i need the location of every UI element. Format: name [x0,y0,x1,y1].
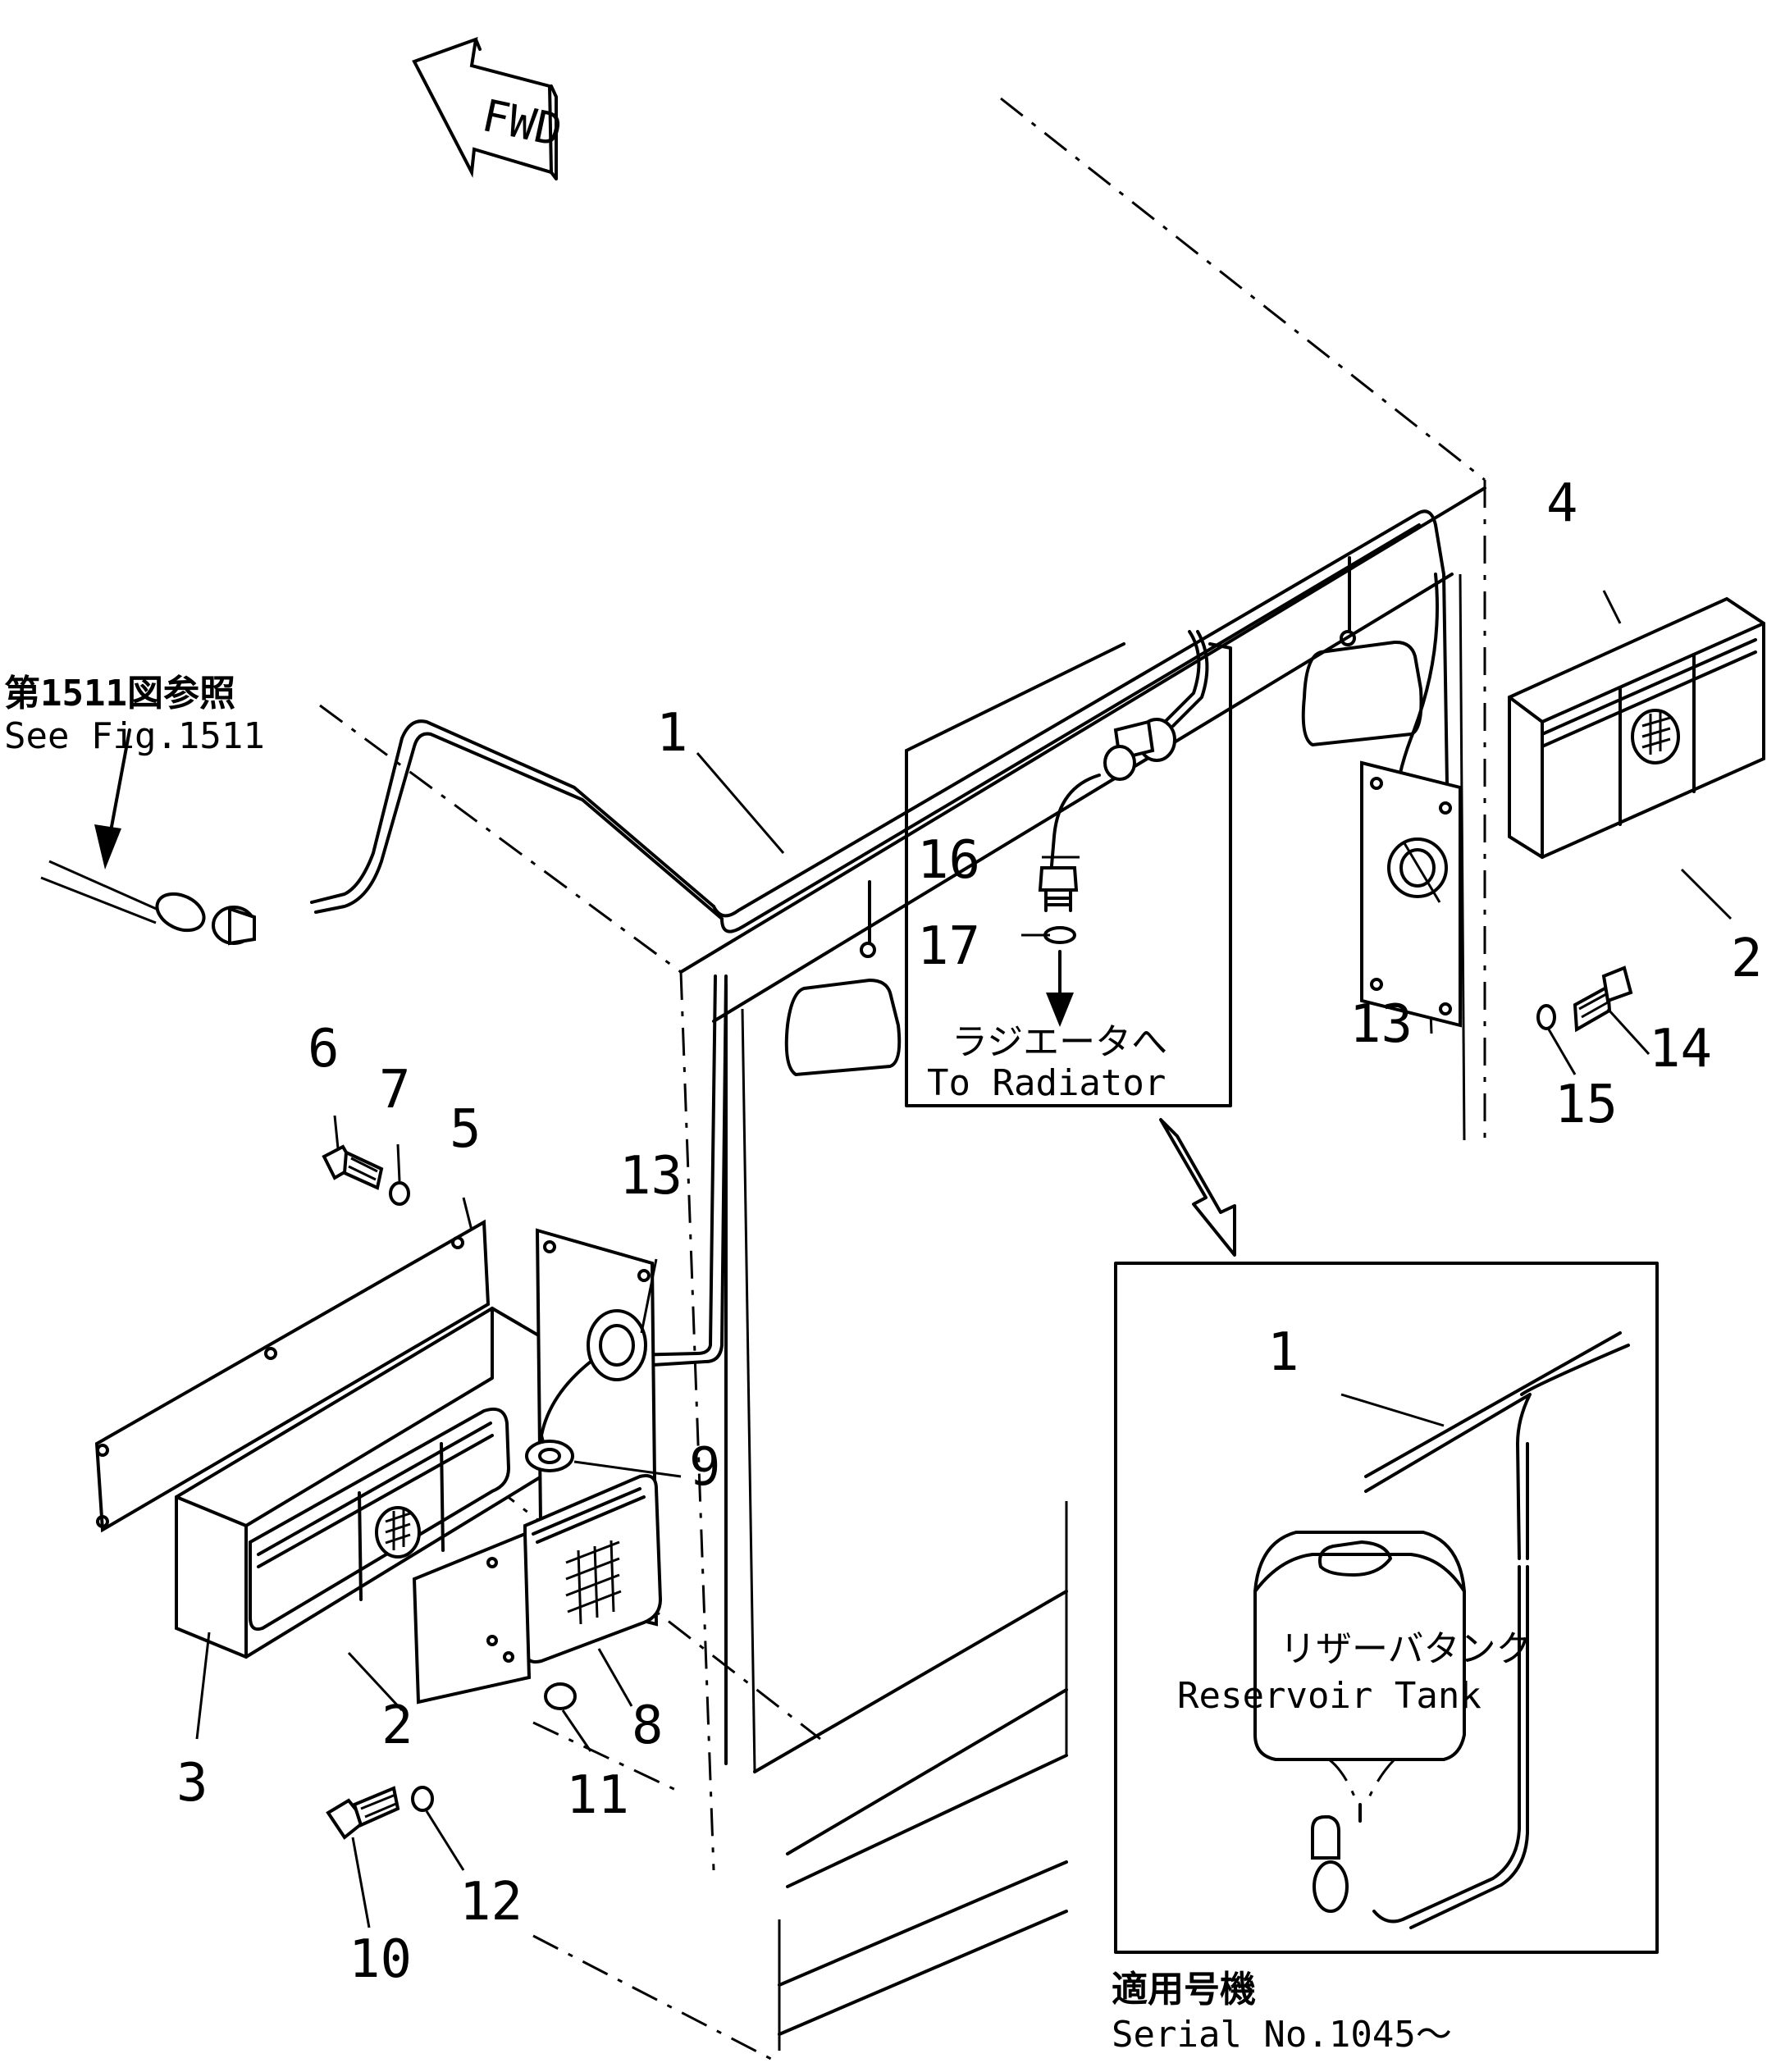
part-number-17: 17 [917,916,980,977]
left-lamp-assembly [94,1144,663,1840]
part-number-8: 8 [632,1695,664,1756]
part-number-1-inset: 1 [1267,1322,1299,1383]
part-number-7: 7 [379,1060,411,1120]
part-number-6: 6 [308,1019,340,1079]
part-number-12: 12 [459,1872,523,1933]
part-number-5: 5 [450,1099,482,1160]
reference-note-jp: 第1511図参照 [4,673,235,714]
part-number-16: 16 [917,830,980,891]
part-number-1: 1 [656,703,688,764]
part-number-4: 4 [1546,473,1578,534]
part-number-10: 10 [349,1929,412,1990]
leader-lines [94,590,1733,1928]
reservoir-note-jp: リザーバタンク [1280,1628,1532,1670]
part-number-2-left: 2 [381,1695,413,1756]
reference-note-en: See Fig.1511 [4,715,265,757]
part-number-3: 3 [176,1753,208,1814]
cab-outline [319,97,1486,2061]
cab-windows [784,640,1423,1076]
part-number-11: 11 [566,1765,629,1826]
text-labels: 第1511図参照 See Fig.1511 適用号機 Serial No.104… [4,473,1763,2056]
part-number-2-right: 2 [1731,929,1763,989]
part-number-13-right: 13 [1349,994,1413,1055]
radiator-callout: ラジエータへ To Radiator [905,642,1232,1107]
serial-note-jp: 適用号機 [1112,1969,1256,2010]
part-number-13-left: 13 [619,1146,683,1207]
serial-note-en: Serial No.1045～ [1112,2014,1452,2056]
right-lamp-assembly [1360,596,1765,1033]
radiator-note-en: To Radiator [927,1062,1166,1104]
part-number-15: 15 [1555,1075,1618,1135]
part-number-9: 9 [689,1437,721,1498]
fwd-arrow: FWD [412,36,567,180]
reservoir-note-en: Reservoir Tank [1177,1675,1482,1717]
inset-arrow [1159,1118,1236,1257]
radiator-note-jp: ラジエータへ [952,1021,1167,1063]
part-number-14: 14 [1649,1019,1712,1079]
inset-panel: リザーバタンク Reservoir Tank [1114,1262,1659,1954]
wiring-harness [40,509,1454,1367]
